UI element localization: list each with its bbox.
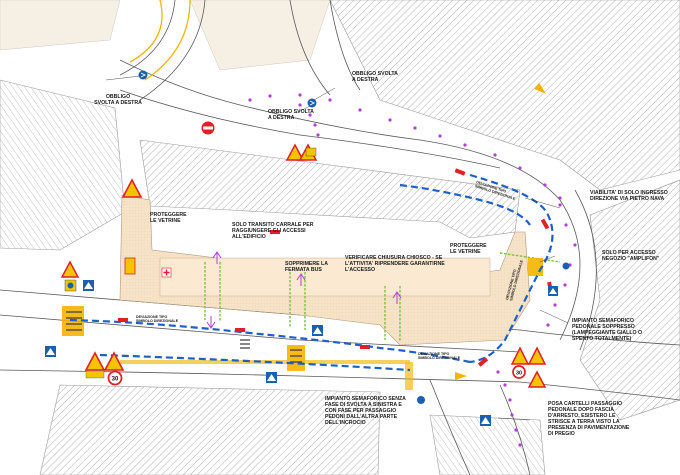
building-left [0, 79, 126, 251]
pedestrian-path-dot [463, 143, 467, 147]
pedestrian-path-dot [413, 126, 417, 130]
yellow-panel-sign-left [85, 370, 105, 379]
pedestrian-path-dot [543, 183, 547, 187]
pedestrian-path-dot [553, 303, 557, 307]
keep-right-sign-right [562, 262, 570, 270]
pedestrian-path-dot [298, 93, 302, 97]
yellow-road-marking [129, 0, 191, 81]
pedestrian-path-dot [546, 323, 550, 327]
pedestrian-path-dot [313, 123, 317, 127]
route-main-lower [69, 318, 471, 364]
pedestrian-path-dot [248, 98, 252, 102]
building-top-right [329, 0, 680, 191]
roadworks-warning-sign-left [121, 178, 143, 198]
pedestrian-path-dot [564, 223, 568, 227]
pedestrian-path-dot [518, 166, 522, 170]
detour-arrow-sign-top [305, 147, 317, 157]
traffic-signs: 30 30 [45, 70, 570, 426]
pedestrian-path-dot [503, 383, 507, 387]
route-bottom [99, 353, 411, 372]
speed-limit-sign-right: 30 [512, 365, 526, 379]
pedestrian-path-dot [308, 113, 312, 117]
pedestrian-path-dot [508, 398, 512, 402]
warning-sign-right-low [527, 370, 547, 388]
pedestrian-path-dot [493, 153, 497, 157]
roadworks-warning-sign-top [285, 143, 318, 161]
pedestrian-path-dot [510, 413, 514, 417]
worksite-inner-strip [159, 257, 491, 297]
warning-sign-bottom-left [84, 351, 125, 371]
pedestrian-path-dot [388, 118, 392, 122]
pedestrian-path-dot [328, 98, 332, 102]
building-center [139, 139, 521, 239]
pedestrian-path-dot [268, 94, 272, 98]
building-bottom-left [39, 384, 381, 475]
pedestrian-path-dot [496, 370, 500, 374]
direction-arrows [455, 82, 547, 380]
mandatory-turn-sign-left [138, 70, 148, 80]
lane-arrows [206, 251, 402, 329]
leader-lines [105, 75, 569, 421]
pedestrian-path-dot [518, 443, 522, 447]
pedestrian-path-dot [358, 108, 362, 112]
no-entry-sign [201, 121, 215, 135]
svg-text:30: 30 [516, 370, 522, 376]
pedestrian-path-dot [558, 196, 562, 200]
diversion-routes [69, 173, 554, 372]
zebra-crossings [66, 311, 302, 363]
pedestrian-path-dot [558, 203, 562, 207]
worksite-area [119, 194, 531, 346]
construction-marker-left [124, 257, 136, 275]
building-right [579, 179, 680, 421]
building-top-left [0, 0, 121, 51]
yellow-strip-bottom-end [405, 362, 413, 390]
green-fences [204, 252, 561, 342]
roadworks-warning-sign-far-left [60, 260, 80, 278]
svg-text:30: 30 [112, 377, 119, 383]
pedestrian-path-dot [316, 133, 320, 137]
pedestrian-path-dot [514, 428, 518, 432]
pedestrian-path-dot [438, 134, 442, 138]
mandatory-turn-sign-mid [307, 98, 317, 108]
keep-right-sign-bottom [417, 396, 425, 404]
warning-sign-right [510, 346, 547, 365]
route-main-upper [469, 173, 554, 364]
route-top [399, 183, 531, 226]
yellow-crossing-mid [287, 345, 305, 371]
pedestrian-path-dot [563, 283, 567, 287]
pedestrian-path-dot [298, 103, 302, 107]
building-top-mid [189, 0, 331, 71]
speed-limit-sign-left: 30 [107, 370, 123, 386]
pedestrian-path [248, 93, 577, 447]
pedestrian-path-dot [573, 243, 577, 247]
